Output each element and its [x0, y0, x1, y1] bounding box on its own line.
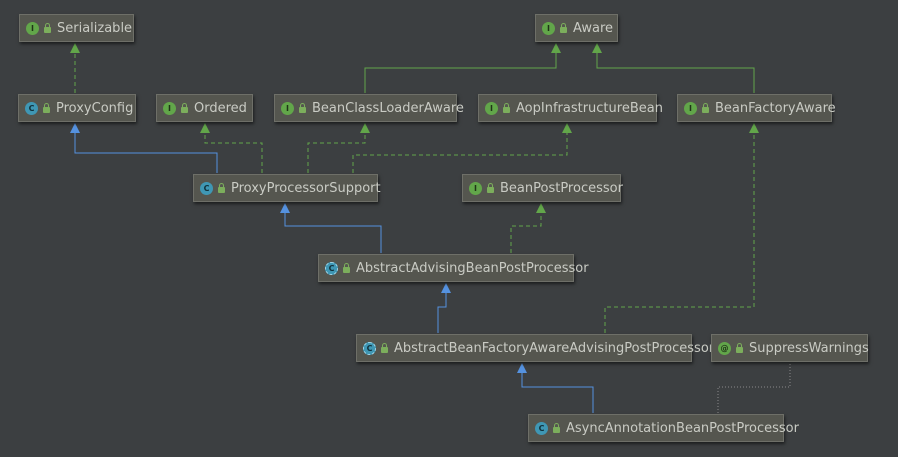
node-beanpostprocessor[interactable]: I BeanPostProcessor: [462, 174, 623, 202]
edge-abstractadvising-proxyprocessorsupport: [280, 203, 382, 253]
interface-icon: I: [542, 21, 555, 35]
node-label: SuppressWarnings: [749, 340, 869, 356]
node-proxyconfig[interactable]: C ProxyConfig: [18, 94, 136, 122]
edge-proxyprocessorsupport-aopinfrastructurebean: [352, 123, 572, 173]
abstract-class-icon: C: [363, 341, 376, 355]
node-label: ProxyProcessorSupport: [231, 180, 381, 196]
edge-proxyprocessorsupport-proxyconfig: [70, 123, 218, 173]
node-beanfactoryaware[interactable]: I BeanFactoryAware: [677, 94, 836, 122]
node-suppresswarnings[interactable]: @ SuppressWarnings: [711, 334, 869, 362]
edge-abstractbeanfactoryaware-abstractadvising: [437, 283, 451, 333]
interface-icon: I: [26, 21, 39, 35]
node-label: ProxyConfig: [56, 100, 134, 116]
class-icon: C: [535, 421, 548, 435]
node-label: AbstractAdvisingBeanPostProcessor: [356, 260, 589, 276]
annotation-icon: @: [718, 341, 731, 355]
edge-async-abstractbeanfactoryaware: [517, 363, 594, 413]
node-aware[interactable]: I Aware: [535, 14, 618, 42]
lock-icon: [487, 182, 494, 193]
edge-abstractadvising-beanpostprocessor: [510, 203, 546, 253]
edge-async-suppresswarnings: [717, 364, 791, 413]
edge-abstractbeanfactoryaware-beanfactoryaware: [604, 123, 759, 333]
node-label: BeanFactoryAware: [715, 100, 836, 116]
lock-icon: [44, 22, 51, 33]
node-ordered[interactable]: I Ordered: [156, 94, 253, 122]
lock-icon: [503, 102, 510, 113]
edge-proxyprocessorsupport-beanclassloaderaware: [307, 123, 370, 173]
interface-icon: I: [684, 101, 697, 115]
node-proxyprocessorsupport[interactable]: C ProxyProcessorSupport: [193, 174, 381, 202]
node-label: Serializable: [57, 20, 133, 36]
interface-icon: I: [485, 101, 498, 115]
lock-icon: [181, 102, 188, 113]
lock-icon: [43, 102, 50, 113]
node-abstractbeanfactoryawareadvisingpostprocessor[interactable]: C AbstractBeanFactoryAwareAdvisingPostPr…: [356, 334, 714, 362]
edge-beanclassloaderaware-aware: [364, 43, 561, 93]
node-label: AsyncAnnotationBeanPostProcessor: [566, 420, 799, 436]
lock-icon: [560, 22, 567, 33]
node-label: AbstractBeanFactoryAwareAdvisingPostProc…: [394, 340, 715, 356]
lock-icon: [736, 342, 743, 353]
node-asyncannotationbeanpostprocessor[interactable]: C AsyncAnnotationBeanPostProcessor: [528, 414, 799, 442]
class-icon: C: [200, 181, 213, 195]
abstract-class-icon: C: [325, 261, 338, 275]
edge-beanfactoryaware-aware: [592, 43, 755, 93]
interface-icon: I: [469, 181, 482, 195]
node-abstractadvisingbeanpostprocessor[interactable]: C AbstractAdvisingBeanPostProcessor: [318, 254, 589, 282]
node-beanclassloaderaware[interactable]: I BeanClassLoaderAware: [274, 94, 464, 122]
edge-proxyprocessorsupport-ordered: [200, 123, 263, 173]
node-label: AopInfrastructureBean: [516, 100, 663, 116]
lock-icon: [553, 422, 560, 433]
node-label: Aware: [573, 20, 614, 36]
interface-icon: I: [163, 101, 176, 115]
lock-icon: [218, 182, 225, 193]
lock-icon: [343, 262, 350, 273]
node-label: BeanPostProcessor: [500, 180, 623, 196]
lock-icon: [299, 102, 306, 113]
node-aopinfrastructurebean[interactable]: I AopInfrastructureBean: [478, 94, 663, 122]
node-label: Ordered: [194, 100, 247, 116]
lock-icon: [702, 102, 709, 113]
class-icon: C: [25, 101, 38, 115]
lock-icon: [381, 342, 388, 353]
interface-icon: I: [281, 101, 294, 115]
node-serializable[interactable]: I Serializable: [19, 14, 134, 42]
node-label: BeanClassLoaderAware: [312, 100, 464, 116]
